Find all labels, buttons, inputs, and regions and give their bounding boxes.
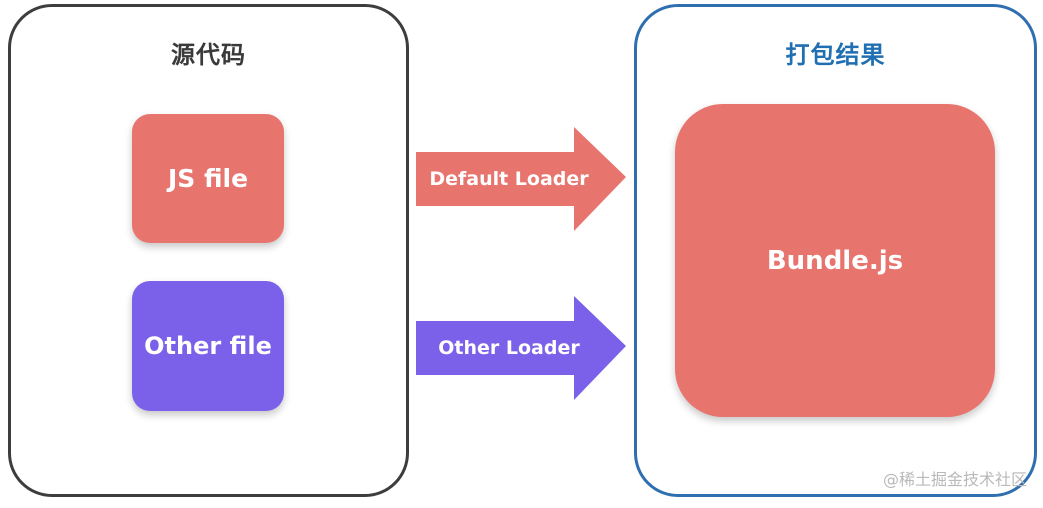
other-file-label: Other file — [144, 332, 272, 360]
default-loader-label: Default Loader — [429, 168, 589, 190]
bundle-js-label: Bundle.js — [766, 245, 904, 276]
output-panel-title: 打包结果 — [785, 41, 886, 69]
default-loader-arrow-shape — [416, 127, 626, 231]
source-code-panel: 源代码 — [8, 4, 409, 497]
other-loader-arrow-shape — [416, 296, 626, 400]
js-file-label: JS file — [167, 164, 249, 193]
other-file-box: Other file — [132, 281, 284, 411]
js-file-box: JS file — [132, 114, 284, 243]
bundle-js-box: Bundle.js — [675, 104, 995, 417]
other-loader-arrow: Other Loader — [416, 296, 626, 400]
watermark: @稀土掘金技术社区 — [882, 470, 1027, 489]
default-loader-arrow: Default Loader — [416, 127, 626, 231]
other-loader-label: Other Loader — [438, 337, 580, 359]
source-panel-title: 源代码 — [171, 41, 246, 69]
